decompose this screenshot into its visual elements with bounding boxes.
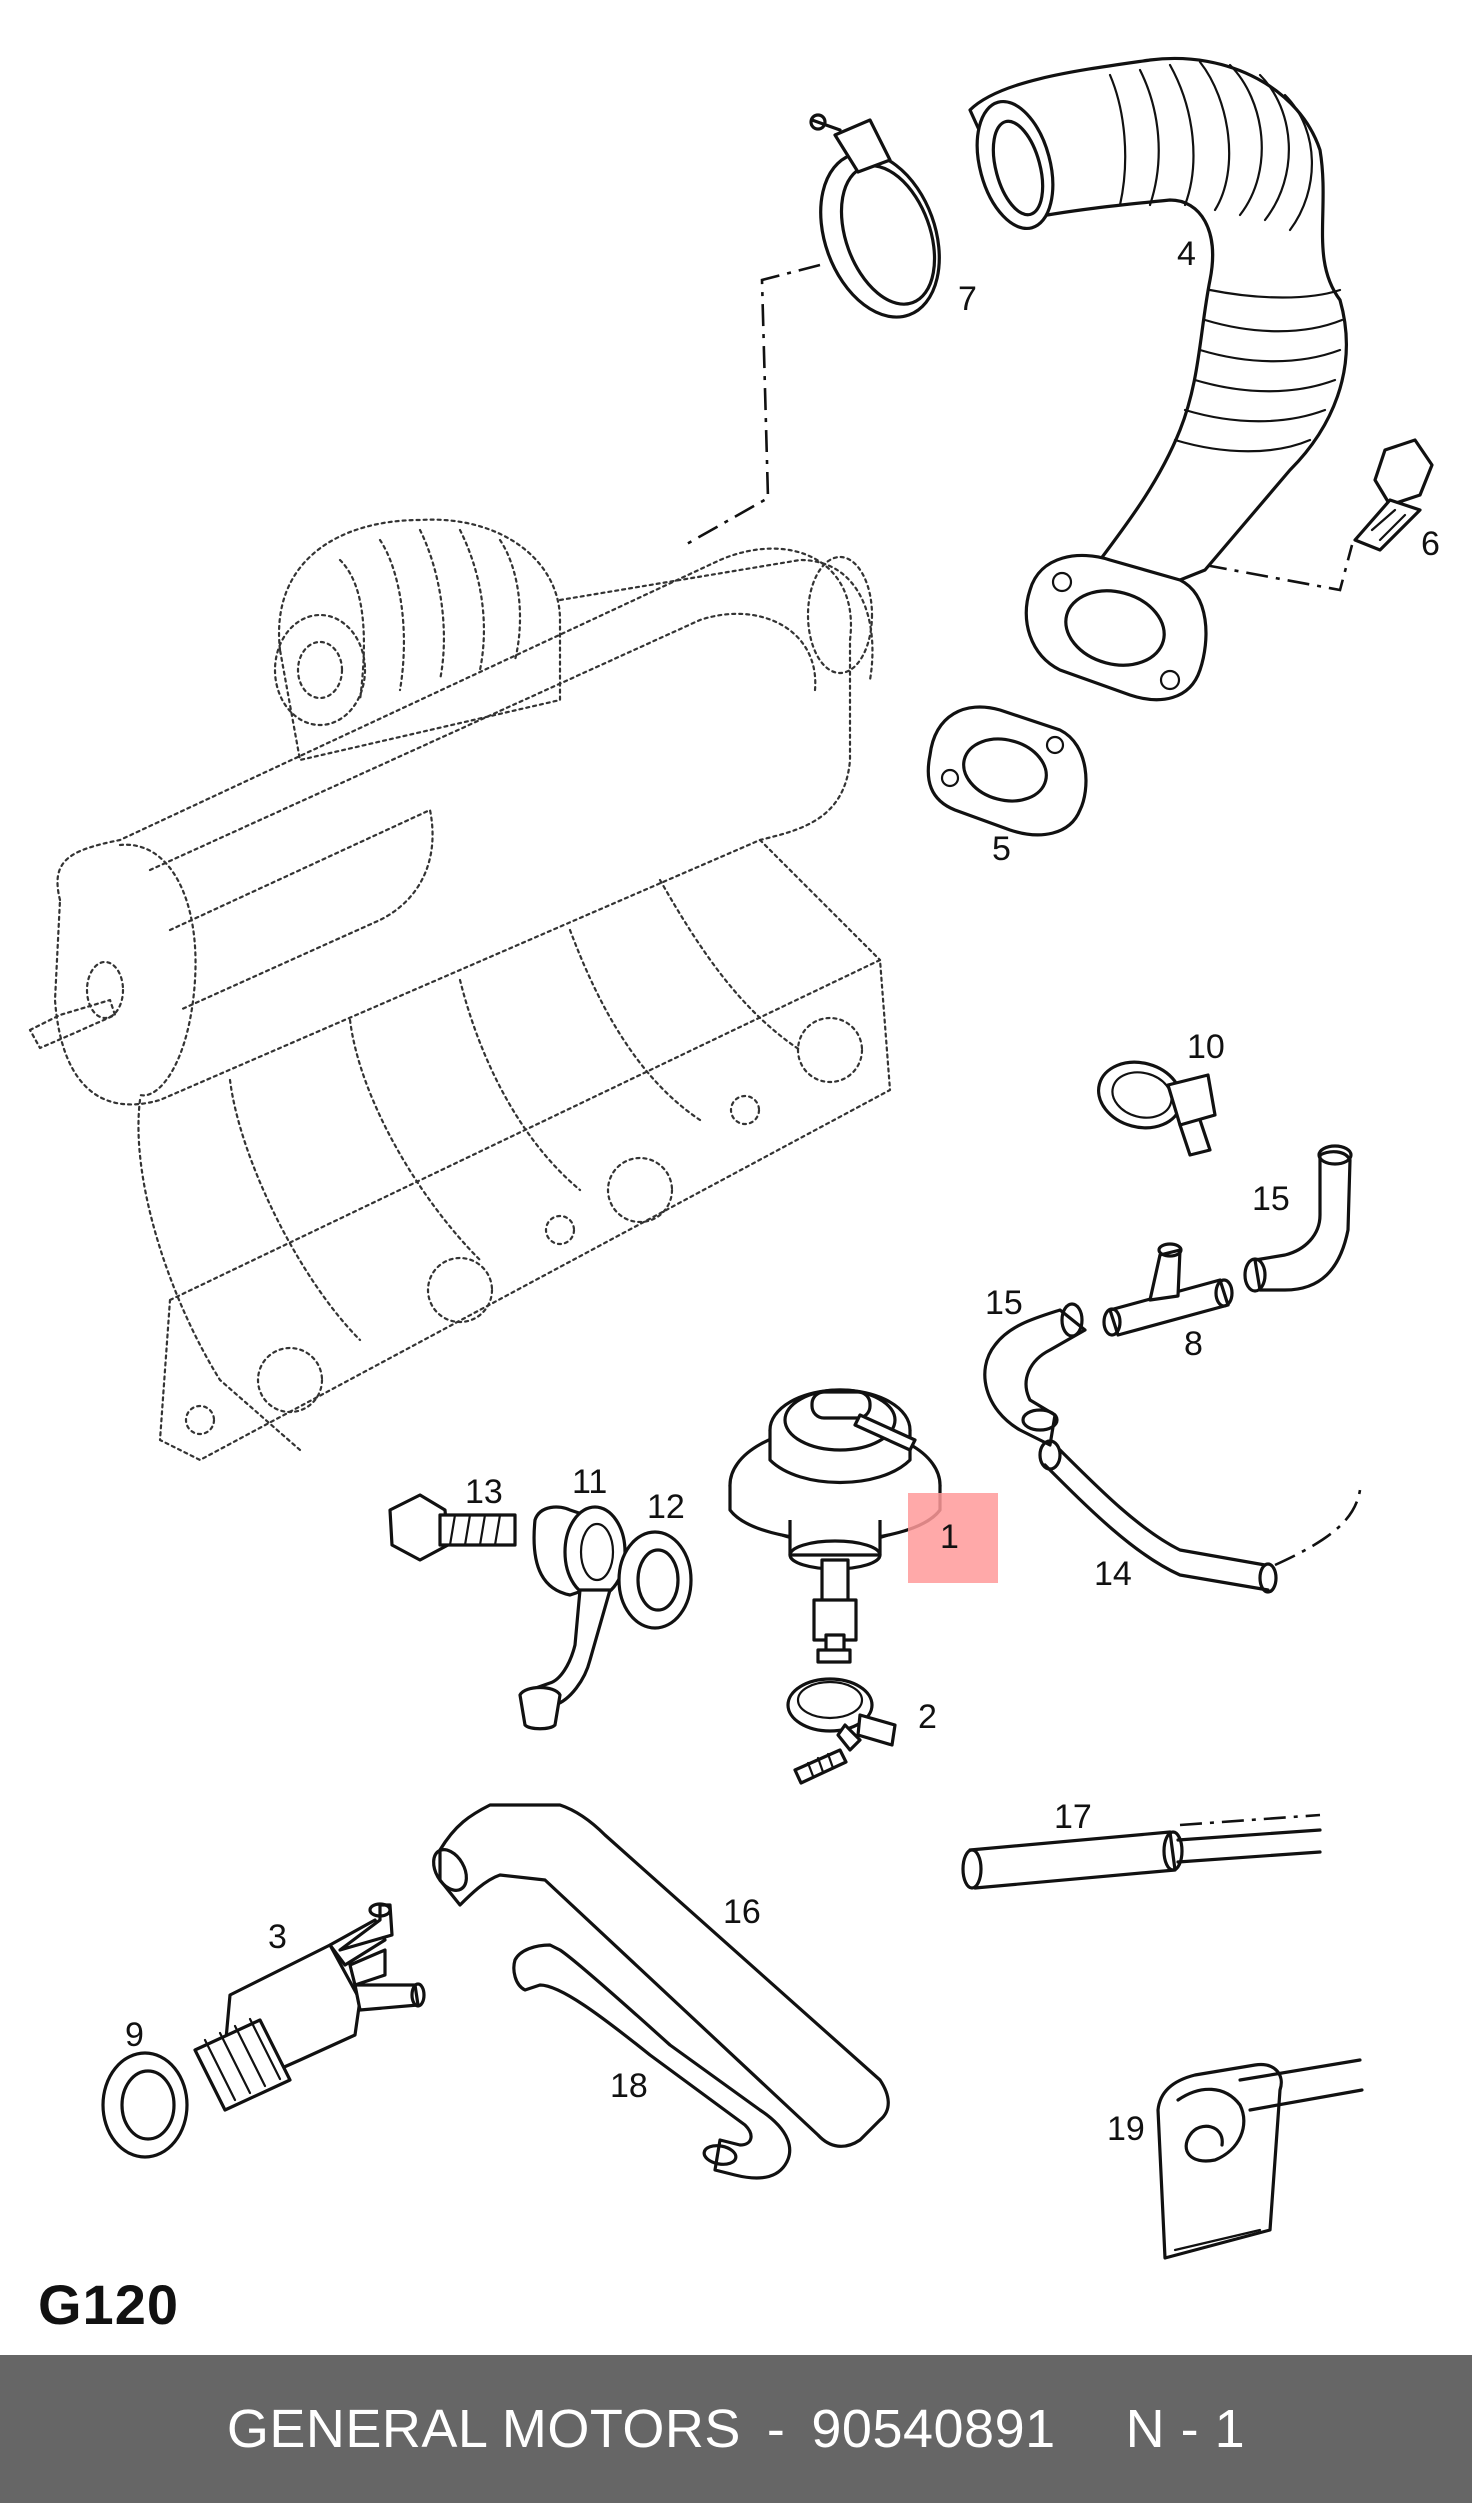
hose-part-15-right [1243,1144,1353,1293]
callout-10[interactable]: 10 [1187,1028,1225,1066]
temperature-switch-part-3 [193,1902,426,2112]
callout-19[interactable]: 19 [1107,2110,1145,2148]
hose-clip-part-19 [1156,2058,1364,2260]
hose-clamp-part-7 [809,113,941,319]
callout-9[interactable]: 9 [125,2016,144,2054]
callout-labels: 1 2 3 4 5 6 7 8 9 10 11 12 13 14 15 15 1… [125,235,1440,2148]
hose-part-18 [512,1943,792,2180]
callout-16[interactable]: 16 [723,1893,761,1931]
callout-18[interactable]: 18 [610,2067,648,2105]
hose-part-17 [961,1828,1322,1890]
footer-bar: GENERAL MOTORS - 90540891 N - 1 [0,2355,1472,2503]
quantity: N - 1 [1125,2399,1246,2459]
washer-part-12 [617,1530,693,1630]
callout-15-right[interactable]: 15 [1252,1180,1290,1218]
callout-17[interactable]: 17 [1054,1798,1092,1836]
callout-15-left[interactable]: 15 [985,1284,1023,1322]
clamp-part-10 [1096,1060,1217,1157]
callout-14[interactable]: 14 [1094,1555,1132,1593]
callout-1[interactable]: 1 [940,1518,959,1556]
callout-2[interactable]: 2 [918,1698,937,1736]
gasket-part-5 [926,705,1088,837]
manufacturer-name: GENERAL MOTORS [226,2399,741,2459]
parts-diagram: 1 2 3 4 5 6 7 8 9 10 11 12 13 14 15 15 1… [28,56,1440,2260]
callout-8[interactable]: 8 [1184,1325,1203,1363]
diagram-code: G120 [38,2273,179,2336]
callout-3[interactable]: 3 [268,1918,287,1956]
banjo-fitting-part-11 [518,1505,627,1731]
callout-6[interactable]: 6 [1421,525,1440,563]
bolt-part-6 [1353,438,1434,552]
footer-dash: - [766,2399,786,2459]
banjo-bolt-part-13 [388,1493,517,1562]
hose-part-16 [432,1803,890,2148]
hose-part-15-left [983,1302,1087,1447]
clamp-part-2 [786,1677,897,1785]
corrugated-hose-part-4 [968,56,1348,702]
callout-12[interactable]: 12 [647,1488,685,1526]
sealing-ring-part-9 [101,2051,189,2159]
callout-highlight [908,1493,998,1583]
callout-11[interactable]: 11 [572,1463,607,1501]
egr-valve-part-1 [728,1388,942,1664]
callout-13[interactable]: 13 [465,1473,503,1511]
intake-manifold [28,518,892,1462]
callout-7[interactable]: 7 [958,280,977,318]
part-number: 90540891 [811,2399,1056,2459]
callout-4[interactable]: 4 [1177,235,1196,273]
callout-5[interactable]: 5 [992,830,1011,868]
hose-part-14 [1038,1439,1278,1594]
t-connector-part-8 [1102,1242,1234,1337]
